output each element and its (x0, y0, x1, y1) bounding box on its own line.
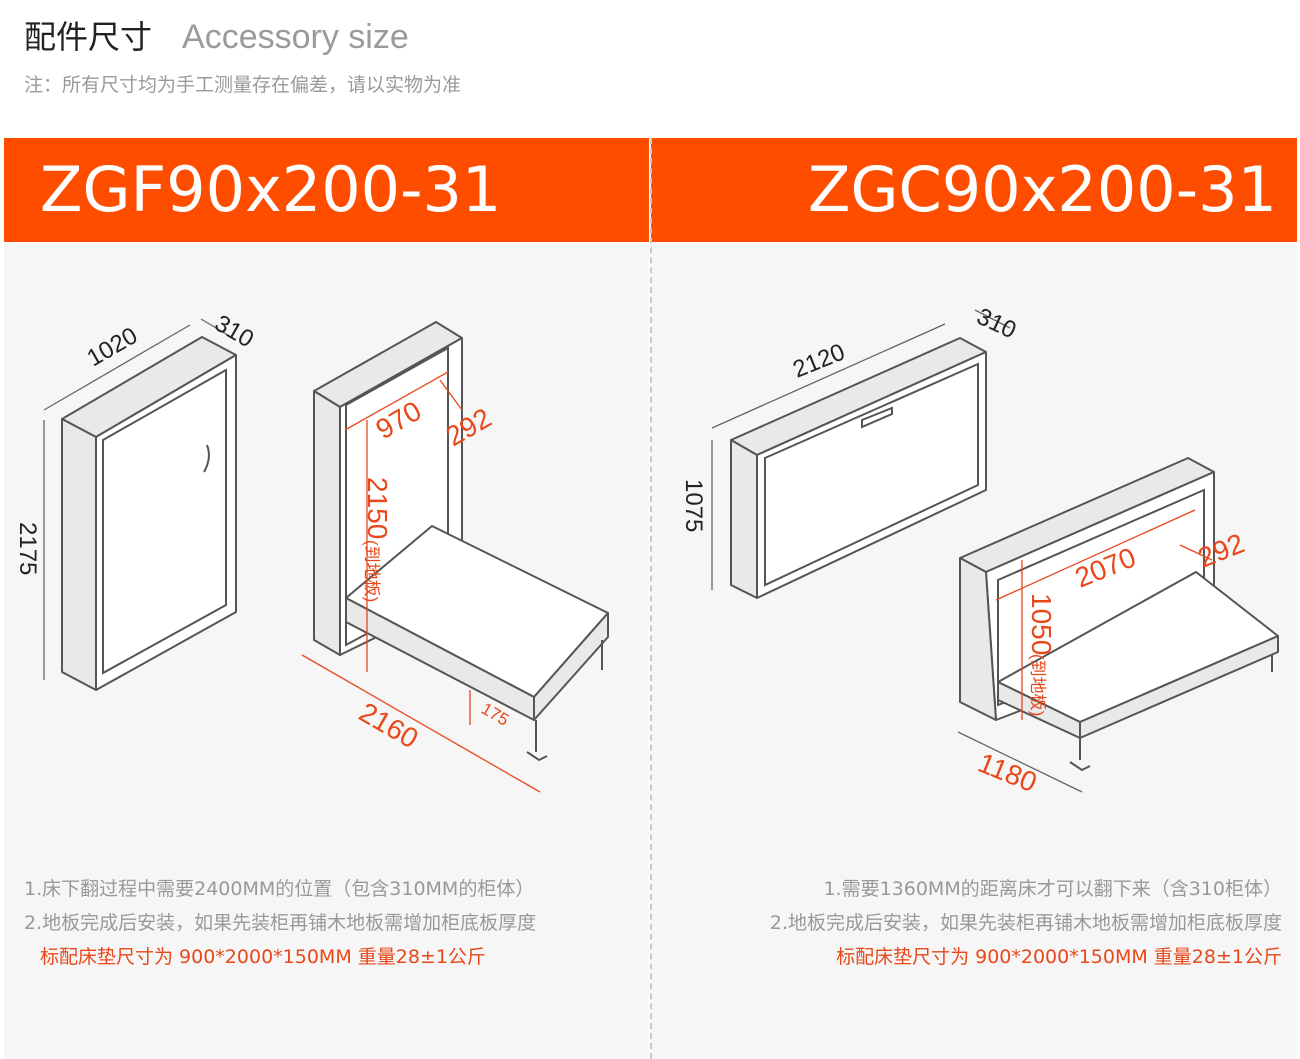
measurement-note: 注：所有尺寸均为手工测量存在偏差，请以实物为准 (24, 74, 462, 96)
title-en: Accessory size (182, 18, 409, 56)
left-closed-cabinet (61, 336, 237, 691)
notes-left: 1.床下翻过程中需要2400MM的位置（包含310MM的柜体） 2.地板完成后安… (24, 872, 536, 974)
page-title: 配件尺寸 Accessory size (24, 12, 409, 58)
model-banner-right: ZGC90x200-31 (651, 138, 1297, 242)
dim-left-floor-note: (到地板) (362, 540, 381, 602)
dim-left-width: 1020 (83, 322, 143, 372)
left-open-bed (313, 321, 609, 762)
title-cn: 配件尺寸 (24, 18, 153, 56)
spec-left: 标配床垫尺寸为 900*2000*150MM 重量28±1公斤 (40, 946, 486, 968)
note-left-2: 2.地板完成后安装，如果先装柜再铺木地板需增加柜底板厚度 (24, 912, 537, 934)
panel-divider (650, 138, 652, 1059)
dim-right-depth: 310 (972, 303, 1020, 344)
notes-right: 1.需要1360MM的距离床才可以翻下来（含310柜体） 2.地板完成后安装，如… (770, 872, 1282, 974)
dim-right-height: 1075 (680, 479, 707, 532)
note-right-1: 1.需要1360MM的距离床才可以翻下来（含310柜体） (823, 878, 1282, 900)
model-name-left: ZGF90x200-31 (40, 153, 502, 226)
note-left-1: 1.床下翻过程中需要2400MM的位置（包含310MM的柜体） (24, 878, 535, 900)
dim-left-floor-height: 2150 (362, 477, 393, 539)
right-open-bed (959, 457, 1279, 772)
note-right-2: 2.地板完成后安装，如果先装柜再铺木地板需增加柜底板厚度 (769, 912, 1282, 934)
model-name-right: ZGC90x200-31 (808, 153, 1277, 226)
dim-right-length: 1180 (974, 747, 1041, 798)
dim-right-floor-note: (到地板) (1028, 654, 1047, 716)
spec-right: 标配床垫尺寸为 900*2000*150MM 重量28±1公斤 (836, 946, 1282, 968)
dim-right-width: 2120 (789, 339, 849, 384)
model-banner-left: ZGF90x200-31 (4, 138, 649, 242)
dim-right-floor-height: 1050 (1026, 593, 1057, 655)
right-closed-cabinet (730, 337, 987, 599)
dim-left-height: 2175 (14, 522, 41, 575)
